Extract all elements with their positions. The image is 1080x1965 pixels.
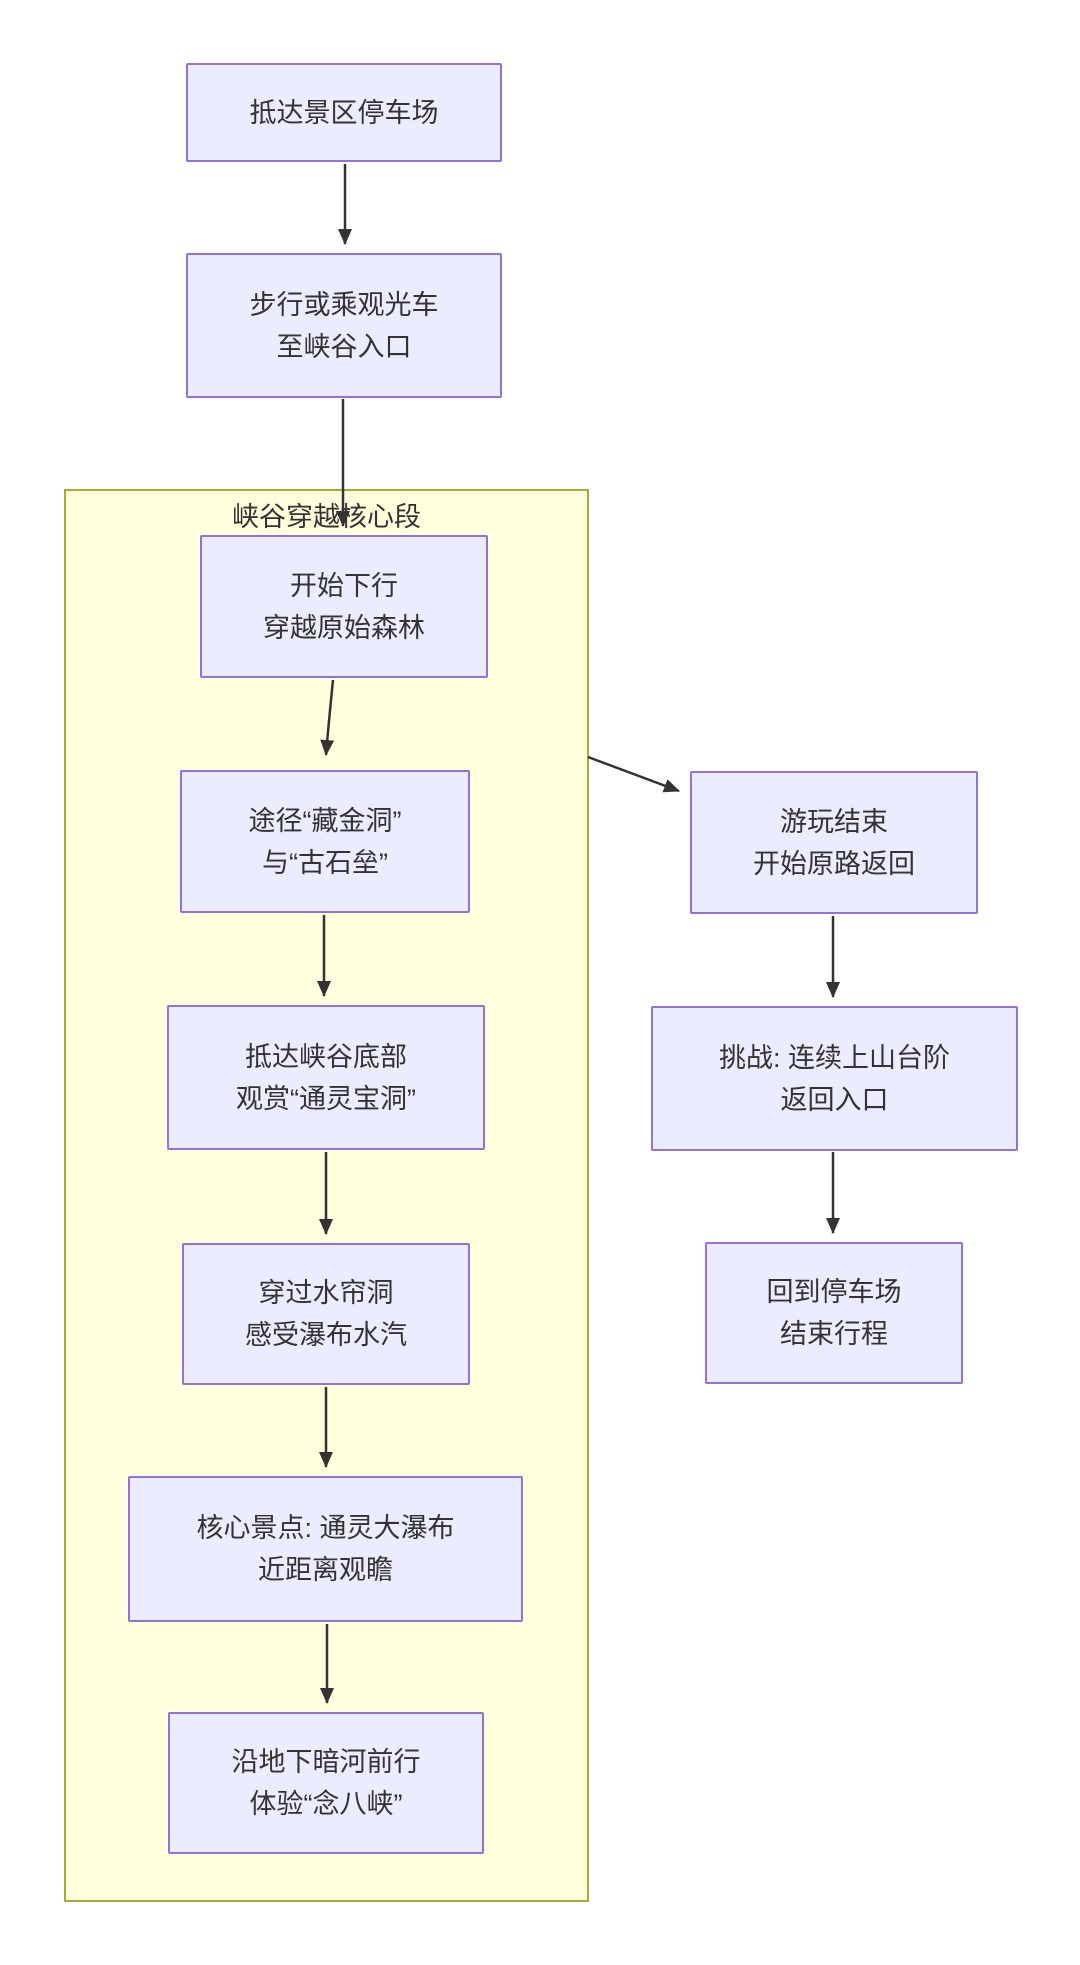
node-line: 穿越原始森林	[263, 612, 425, 643]
node-line: 步行或乘观光车	[249, 289, 439, 320]
node-line: 与“古石垒”	[262, 847, 388, 878]
node-back-to-parking: 回到停车场 结束行程	[705, 1242, 963, 1384]
node-line: 沿地下暗河前行	[231, 1747, 421, 1777]
node-line: 挑战: 连续上山台阶	[718, 1042, 950, 1073]
node-line: 核心景点: 通灵大瀑布	[196, 1513, 455, 1543]
node-climb-steps: 挑战: 连续上山台阶 返回入口	[651, 1006, 1018, 1151]
node-line: 感受瀑布水汽	[245, 1320, 407, 1350]
node-pass-caves: 途径“藏金洞” 与“古石垒”	[180, 770, 470, 913]
node-line: 开始下行	[290, 570, 398, 601]
node-underground-river: 沿地下暗河前行 体验“念八峡”	[168, 1712, 484, 1854]
node-line: 回到停车场	[766, 1277, 902, 1307]
node-start-descent: 开始下行 穿越原始森林	[200, 535, 488, 678]
node-line: 体验“念八峡”	[249, 1789, 403, 1819]
subgraph-canyon-core: 峡谷穿越核心段	[64, 489, 589, 1902]
node-water-curtain: 穿过水帘洞 感受瀑布水汽	[182, 1243, 470, 1385]
node-line: 穿过水帘洞	[258, 1278, 394, 1308]
node-arrive-parking: 抵达景区停车场	[186, 63, 502, 162]
subgraph-title: 峡谷穿越核心段	[232, 502, 421, 532]
node-line: 返回入口	[780, 1084, 889, 1115]
node-line: 游玩结束	[780, 806, 888, 837]
node-line: 观赏“通灵宝洞”	[236, 1083, 416, 1114]
node-walk-to-entrance: 步行或乘观光车 至峡谷入口	[186, 253, 502, 398]
node-line: 近距离观瞻	[258, 1555, 393, 1585]
node-line: 至峡谷入口	[276, 331, 412, 362]
node-line: 抵达峡谷底部	[245, 1041, 407, 1072]
node-line: 结束行程	[780, 1319, 888, 1349]
node-main-waterfall: 核心景点: 通灵大瀑布 近距离观瞻	[128, 1476, 523, 1622]
node-canyon-bottom: 抵达峡谷底部 观赏“通灵宝洞”	[167, 1005, 485, 1150]
node-tour-end: 游玩结束 开始原路返回	[690, 771, 978, 914]
node-line: 开始原路返回	[753, 848, 915, 879]
node-line: 抵达景区停车场	[249, 97, 439, 128]
node-line: 途径“藏金洞”	[248, 805, 402, 836]
edge-core-to-tourend	[587, 755, 680, 793]
